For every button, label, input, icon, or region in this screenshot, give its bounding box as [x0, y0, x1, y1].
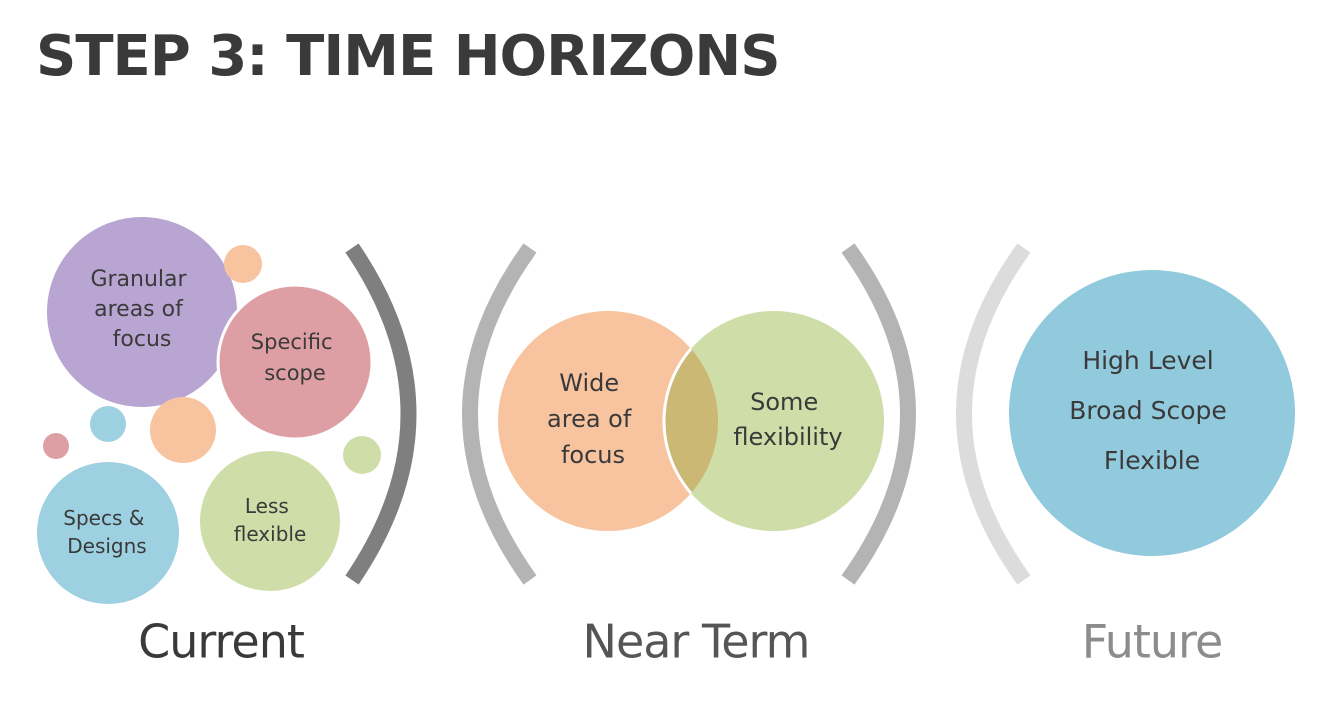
less-flexible-text: Less flexible: [234, 494, 307, 546]
specific-text: Specific scope: [251, 330, 339, 385]
wide-area-text: Wide area of focus: [547, 369, 639, 469]
circle-future: [1009, 270, 1295, 556]
bracket-near-close: [841, 243, 916, 585]
bracket-near-open: [462, 243, 537, 585]
label-current: Current: [138, 615, 304, 669]
specs-text: Specs & Designs: [63, 506, 150, 558]
bracket-future-open: [956, 243, 1031, 585]
dot-orange-mid: [150, 397, 216, 463]
circle-wide-area: [498, 311, 718, 531]
circle-less-flexible: [200, 451, 340, 591]
dot-orange-top: [224, 245, 262, 283]
label-future: Future: [1082, 615, 1223, 669]
page-title: STEP 3: TIME HORIZONS: [36, 24, 781, 89]
bracket-current-close: [345, 243, 417, 585]
circle-some-flexibility: [664, 311, 884, 531]
future-text: High Level Broad Scope Flexible: [1069, 346, 1234, 475]
label-near-term: Near Term: [583, 615, 810, 669]
venn-overlap-edge: [662, 311, 718, 531]
circle-granular: [47, 217, 237, 407]
circle-specs: [37, 462, 179, 604]
granular-text: Granular areas of focus: [90, 267, 193, 352]
dot-blue-small: [90, 406, 126, 442]
some-flexibility-text: Some flexibility: [733, 388, 842, 451]
dot-pink-small: [43, 433, 69, 459]
dot-green-small: [343, 436, 381, 474]
circle-specific: [216, 283, 374, 441]
